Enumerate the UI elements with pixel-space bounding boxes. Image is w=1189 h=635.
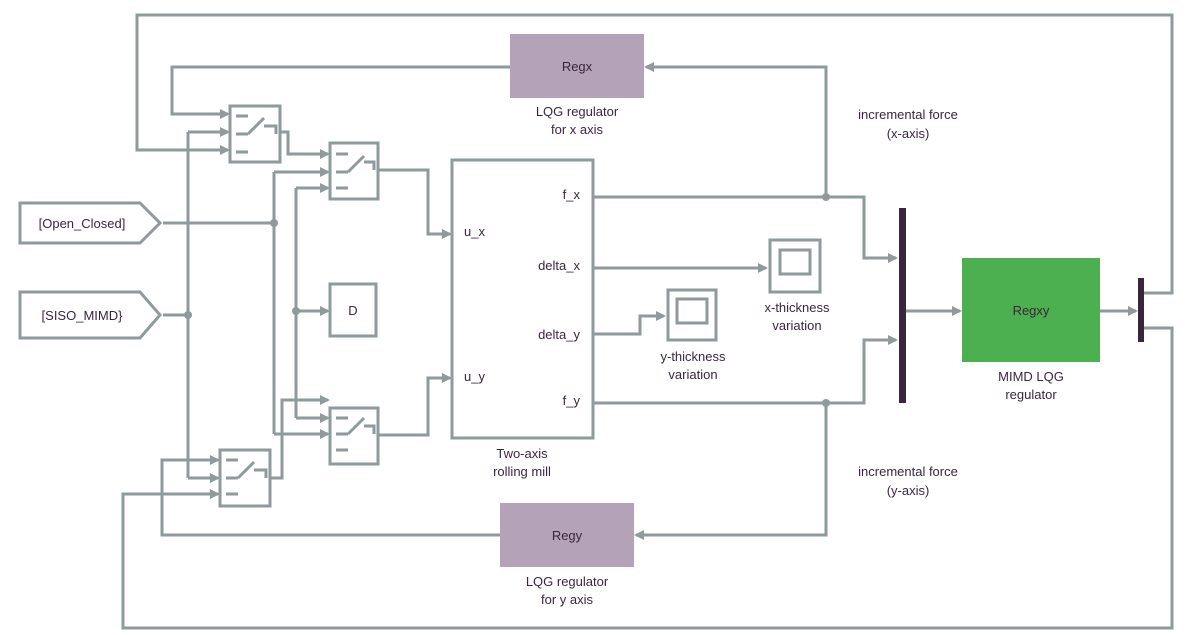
annotation-force-x-line2: (x-axis) — [887, 126, 930, 141]
wire-sw2-to-ux — [378, 168, 452, 239]
junction-dots — [184, 193, 830, 407]
switch-block-4[interactable] — [218, 448, 272, 508]
wire-sw4-to-sw3 — [270, 395, 330, 480]
switch-block-1[interactable] — [228, 104, 282, 164]
delay-block-label: D — [348, 303, 357, 318]
delay-block[interactable]: D — [328, 282, 378, 338]
junction-dot — [292, 307, 300, 315]
switch-block-2[interactable] — [328, 141, 380, 201]
regxy-caption-line2: regulator — [1005, 387, 1057, 402]
regxy-label: Regxy — [1013, 303, 1050, 318]
regxy-block[interactable]: Regxy — [962, 258, 1100, 362]
regy-label: Regy — [552, 528, 583, 543]
mill-output-delta-y: delta_y — [538, 327, 580, 342]
rolling-mill-block[interactable]: u_x u_y f_x delta_x delta_y f_y — [450, 158, 595, 440]
annotation-force-y-line1: incremental force — [858, 464, 958, 479]
mill-output-fx: f_x — [563, 187, 581, 202]
wire-fy-to-regy — [634, 403, 828, 540]
wire-fx — [593, 195, 898, 263]
from-tag-open-closed[interactable]: [Open_Closed] — [18, 201, 163, 245]
scope-y-caption-line2: variation — [668, 367, 717, 382]
scope-x[interactable] — [768, 238, 822, 294]
mill-input-uy: u_y — [464, 369, 485, 384]
scope-y-caption-line1: y-thickness — [660, 349, 726, 364]
signal-wires — [121, 13, 1174, 630]
wire-outer-bottom — [121, 326, 1174, 630]
junction-dot — [270, 219, 278, 227]
junction-dot — [822, 399, 830, 407]
junction-dot — [822, 193, 830, 201]
wire-fx-to-regx — [644, 62, 828, 197]
annotation-force-x-line1: incremental force — [858, 107, 958, 122]
junction-dot — [184, 311, 192, 319]
scope-x-caption-line2: variation — [772, 318, 821, 333]
from-tag-siso-mimd-label: [SISO_MIMD} — [42, 308, 124, 323]
wire-sw3-to-uy — [378, 373, 452, 437]
scope-x-caption-line1: x-thickness — [764, 300, 830, 315]
mill-input-ux: u_x — [464, 224, 485, 239]
regy-block[interactable]: Regy — [500, 503, 634, 567]
mill-output-fy: f_y — [563, 393, 581, 408]
from-tag-open-closed-label: [Open_Closed] — [39, 216, 126, 231]
regx-caption-line2: for x axis — [551, 122, 604, 137]
regxy-caption-line1: MIMD LQG — [998, 369, 1064, 384]
regy-caption-line1: LQG regulator — [526, 574, 609, 589]
switch-block-3[interactable] — [328, 406, 380, 466]
wire-outer-top — [135, 13, 1174, 295]
wire-delta-y — [593, 311, 666, 336]
annotation-force-y-line2: (y-axis) — [887, 483, 930, 498]
mux-bus-1[interactable] — [899, 208, 906, 403]
regy-caption-line2: for y axis — [541, 592, 594, 607]
mux-bus-2[interactable] — [1138, 278, 1144, 342]
mill-output-delta-x: delta_x — [538, 258, 580, 273]
regx-caption-line1: LQG regulator — [536, 104, 619, 119]
wire-regx-out — [170, 65, 510, 119]
mill-caption-line1: Two-axis — [496, 446, 548, 461]
from-tag-siso-mimd[interactable]: [SISO_MIMD} — [18, 290, 162, 340]
mill-caption-line2: rolling mill — [493, 464, 551, 479]
wire-sw1-to-sw2 — [280, 130, 330, 159]
wire-regy-out — [160, 455, 500, 537]
regx-label: Regx — [562, 59, 593, 74]
scope-y[interactable] — [666, 288, 718, 342]
regx-block[interactable]: Regx — [510, 34, 644, 98]
wire-fy — [593, 335, 898, 405]
